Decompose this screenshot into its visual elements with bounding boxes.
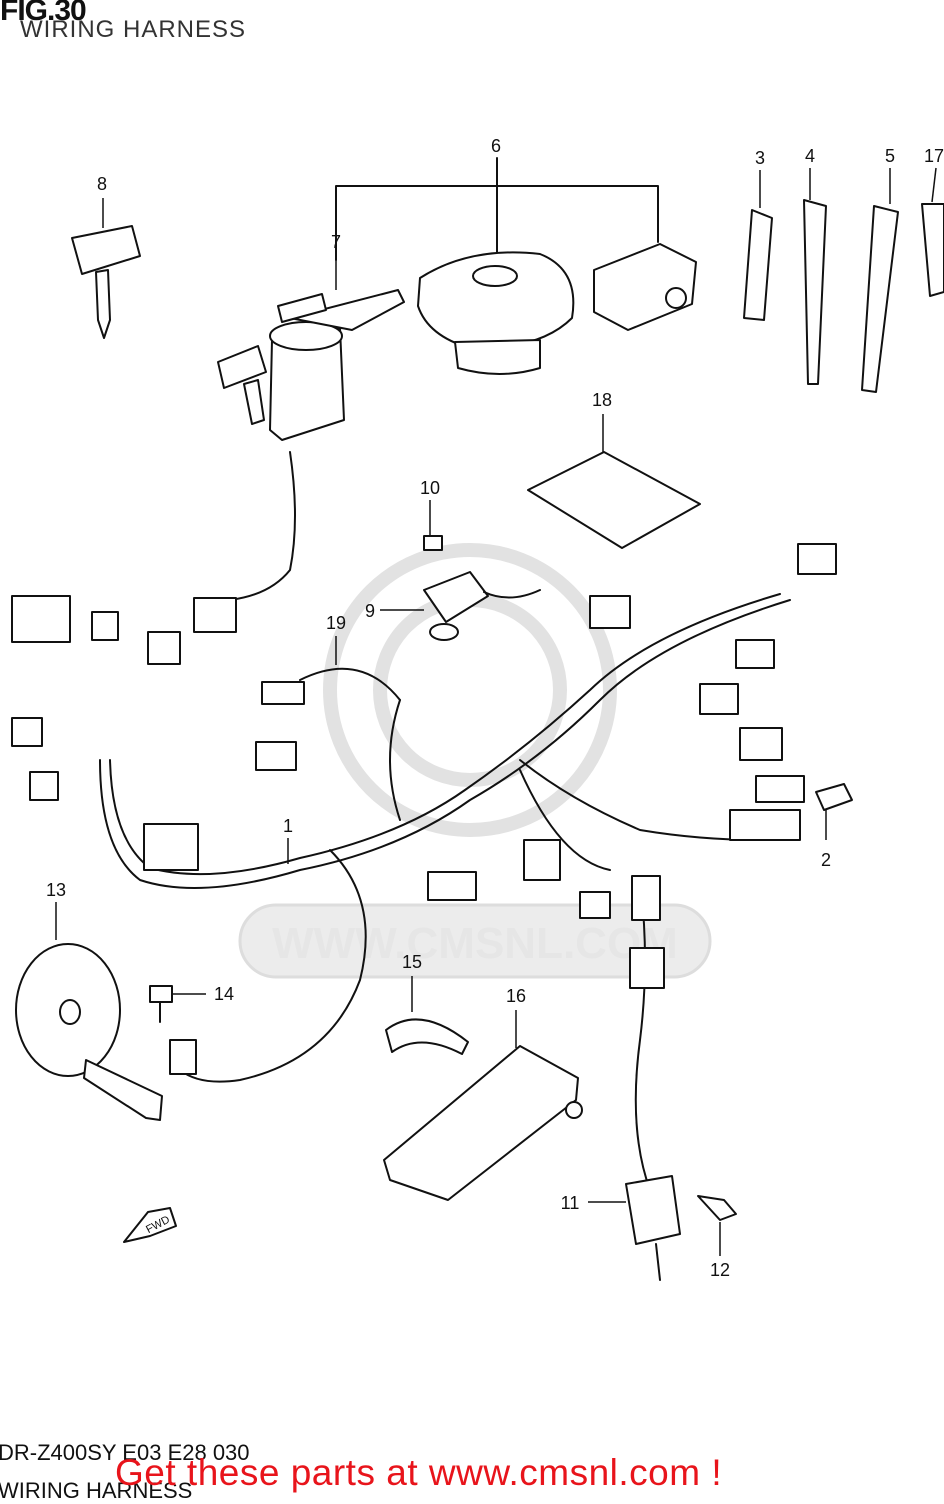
part-10-bolt [423, 500, 443, 551]
part-3-clamp [743, 170, 773, 321]
callout-2: 2 [821, 850, 831, 870]
callout-15: 15 [402, 952, 422, 972]
part-2-fuse [815, 783, 853, 840]
watermark-text: WWW.CMSNL.COM [272, 919, 678, 968]
callout-11: 11 [561, 1193, 580, 1213]
part-12-bolt [697, 1195, 737, 1256]
part-8-key [71, 198, 141, 339]
callout-3: 3 [755, 148, 765, 168]
part-11-switch [588, 1175, 681, 1281]
callout-labels: 6 3 4 5 17 8 7 18 10 9 19 1 2 13 15 14 1… [46, 136, 944, 1280]
callout-9: 9 [365, 601, 375, 621]
part-4-tie [803, 168, 827, 385]
callout-16: 16 [506, 986, 526, 1006]
callout-17: 17 [924, 146, 944, 166]
part-17-clamp [921, 167, 944, 297]
fwd-arrow: FWD [123, 1207, 177, 1243]
callout-12: 12 [710, 1260, 730, 1280]
part-5-tie [861, 168, 899, 393]
part-13-horn [15, 902, 163, 1121]
footer-subtitle: WIRING HARNESS [0, 1478, 193, 1503]
callout-8: 8 [97, 174, 107, 194]
callout-14: 14 [214, 984, 234, 1004]
callout-6: 6 [491, 136, 501, 156]
callout-13: 13 [46, 880, 66, 900]
part-15-cover [385, 976, 469, 1055]
figure-title: WIRING HARNESS [20, 16, 247, 43]
figure-number: FIG.30 [0, 0, 87, 27]
part-7-ignition-switch [217, 258, 405, 441]
callout-4: 4 [805, 146, 815, 166]
part-18-sheet [527, 414, 701, 549]
part-1-main-harness [11, 451, 837, 1191]
cta-link[interactable]: Get these parts at www.cmsnl.com ! [115, 1452, 723, 1493]
callout-7: 7 [331, 232, 341, 252]
callout-5: 5 [885, 146, 895, 166]
part-14-bolt [149, 985, 206, 1023]
watermark: WWW.CMSNL.COM [238, 543, 712, 979]
callout-19: 19 [326, 613, 346, 633]
part-9-switch [380, 571, 541, 641]
callout-1: 1 [283, 816, 293, 836]
callout-18: 18 [592, 390, 612, 410]
part-6-bracket [335, 157, 659, 261]
model-code: DR-Z400SY E03 E28 030 [0, 1440, 250, 1465]
part-6-cap [417, 243, 697, 375]
part-16-bracket [383, 1010, 583, 1201]
callout-10: 10 [420, 478, 440, 498]
